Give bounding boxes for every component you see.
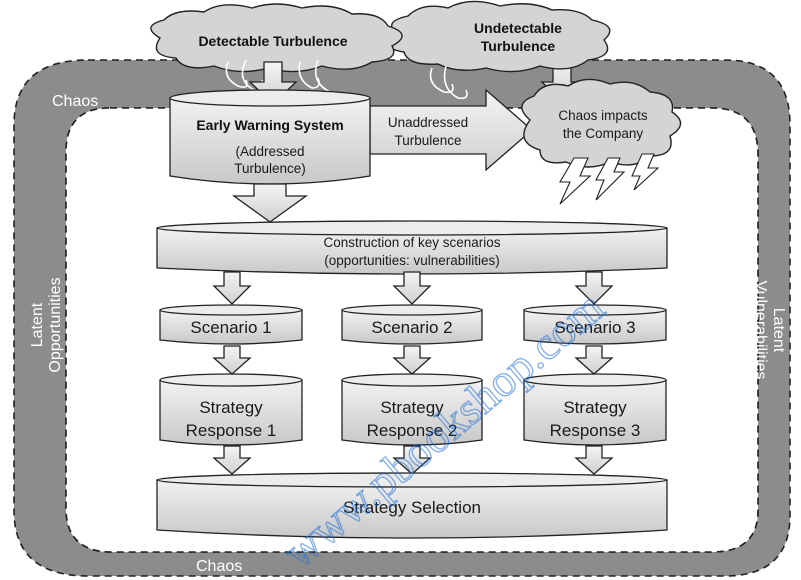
arrows-to-scenarios — [212, 271, 614, 305]
response-1-line1: Strategy — [199, 398, 263, 417]
response-3-line1: Strategy — [563, 398, 627, 417]
strategy-selection-box — [156, 472, 668, 539]
scenario-1-label: Scenario 1 — [190, 318, 271, 337]
undetectable-turbulence-line1: Undetectable — [474, 20, 562, 36]
ews-sub-line1: (Addressed — [235, 144, 304, 159]
strategy-selection-label: Strategy Selection — [343, 498, 481, 517]
cloud-detectable-turbulence — [150, 3, 403, 73]
latent-vulnerabilities-line1: Latent — [770, 308, 787, 353]
cloud-chaos-impacts — [521, 78, 682, 168]
scenario-3-label: Scenario 3 — [554, 318, 635, 337]
lightning-icon — [559, 153, 660, 205]
detectable-turbulence-label: Detectable Turbulence — [198, 33, 347, 49]
strategy-response-3-box — [523, 373, 667, 446]
strategy-response-2-box — [341, 373, 483, 446]
unaddressed-line2: Turbulence — [394, 133, 461, 148]
undetectable-turbulence-line2: Turbulence — [481, 38, 556, 54]
arrows-to-responses — [212, 345, 614, 375]
chaos-impacts-line2: the Company — [563, 126, 644, 141]
latent-vulnerabilities-line2: Vulnerabilities — [752, 280, 769, 379]
construction-line2: (opportunities: vulnerabilities) — [324, 253, 500, 268]
ews-sub-line2: Turbulence) — [234, 161, 306, 176]
response-3-line2: Response 3 — [550, 421, 641, 440]
chaos-impacts-line1: Chaos impacts — [558, 108, 648, 123]
chaos-label-top: Chaos — [52, 93, 98, 110]
response-2-line1: Strategy — [380, 398, 444, 417]
cloud-undetectable-turbulence — [389, 0, 611, 73]
scenario-2-label: Scenario 2 — [371, 318, 452, 337]
unaddressed-line1: Unaddressed — [388, 115, 468, 130]
arrows-to-selection — [212, 445, 614, 475]
response-2-line2: Response 2 — [367, 421, 458, 440]
response-1-line2: Response 1 — [186, 421, 277, 440]
chaos-label-bottom: Chaos — [196, 558, 242, 575]
scenario-2-box — [341, 304, 483, 345]
strategy-response-1-box — [159, 373, 303, 446]
scenario-3-box — [523, 304, 667, 345]
scenario-1-box — [159, 304, 303, 345]
construction-line1: Construction of key scenarios — [323, 235, 500, 250]
arrow-ews-to-construction — [231, 183, 309, 223]
turbulence-swirls — [225, 59, 468, 100]
latent-opportunities-line1: Latent — [29, 302, 46, 347]
ews-title: Early Warning System — [196, 117, 343, 133]
construction-box — [156, 220, 668, 275]
latent-opportunities-line2: Opportunities — [47, 277, 64, 372]
arrow-unaddressed-turbulence — [369, 88, 533, 172]
